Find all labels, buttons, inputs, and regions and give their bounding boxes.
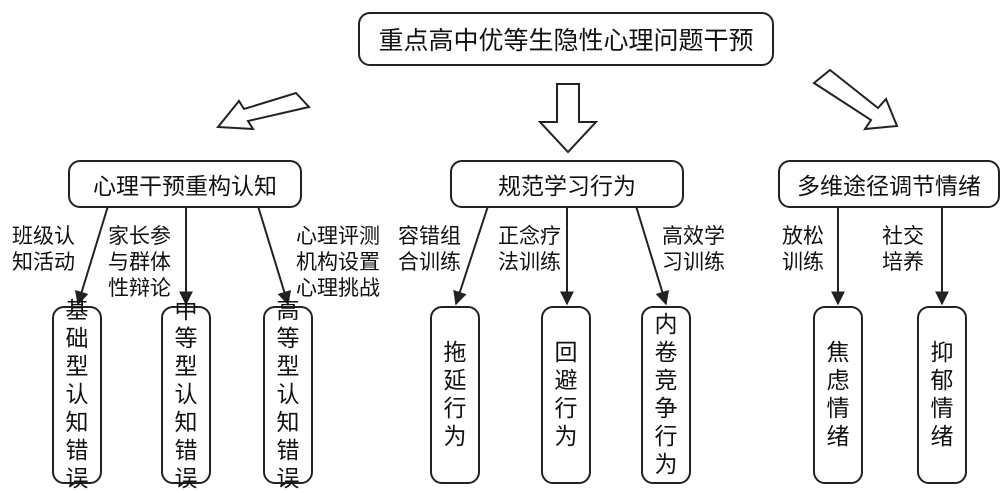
leaf-node-intermediate-cognitive-error: 中等型认知错误 <box>161 298 211 492</box>
leaf-node-basic-cognitive-error: 基础型认知错误 <box>52 298 102 492</box>
hollow-arrow-left <box>215 91 311 131</box>
edge-label-2: 家长参与群体性辩论 <box>108 224 171 300</box>
edge-label-3: 心理评测机构设置心理挑战 <box>296 224 380 300</box>
edge-label-5: 正念疗法训练 <box>498 224 561 274</box>
leaf-node-label: 回避行为 <box>554 340 578 450</box>
leaf-node-anxiety: 焦虑情绪 <box>813 306 863 484</box>
edge-arrow-6 <box>635 205 670 306</box>
edge-arrow-3 <box>257 205 292 306</box>
leaf-node-depression: 抑郁情绪 <box>917 306 967 484</box>
leaf-node-label: 抑郁情绪 <box>930 340 954 450</box>
edge-label-4: 容错组合训练 <box>398 224 461 274</box>
branch-node-cognition: 心理干预重构认知 <box>68 160 302 208</box>
edge-label-8: 社交培养 <box>882 224 924 274</box>
branch-node-label: 多维途径调节情绪 <box>797 174 981 200</box>
edge-arrow-1 <box>74 205 109 306</box>
leaf-node-label: 高等型认知错误 <box>276 298 300 492</box>
leaf-node-label: 焦虑情绪 <box>826 340 850 450</box>
leaf-node-label: 内卷竞争行为 <box>654 312 678 478</box>
edge-label-7: 放松训练 <box>782 224 824 274</box>
leaf-node-involution: 内卷竞争行为 <box>641 306 691 484</box>
branch-node-behavior: 规范学习行为 <box>450 160 684 208</box>
edge-arrow-4 <box>453 205 489 306</box>
leaf-node-label: 基础型认知错误 <box>65 298 89 492</box>
edge-label-6: 高效学习训练 <box>662 224 725 274</box>
branch-node-label: 规范学习行为 <box>498 174 636 200</box>
leaf-node-label: 拖延行为 <box>443 340 467 450</box>
leaf-node-procrastination: 拖延行为 <box>430 306 480 484</box>
hollow-arrow-center <box>537 83 599 154</box>
branch-node-emotion: 多维途径调节情绪 <box>778 160 1000 208</box>
branch-node-label: 心理干预重构认知 <box>93 174 277 200</box>
edge-label-1: 班级认知活动 <box>12 224 75 274</box>
hollow-arrow-right <box>812 68 899 131</box>
root-node-label: 重点高中优等生隐性心理问题干预 <box>378 26 754 55</box>
leaf-node-label: 中等型认知错误 <box>174 298 198 492</box>
leaf-node-advanced-cognitive-error: 高等型认知错误 <box>263 298 313 492</box>
leaf-node-avoidance: 回避行为 <box>541 306 591 484</box>
root-node: 重点高中优等生隐性心理问题干预 <box>358 12 774 66</box>
